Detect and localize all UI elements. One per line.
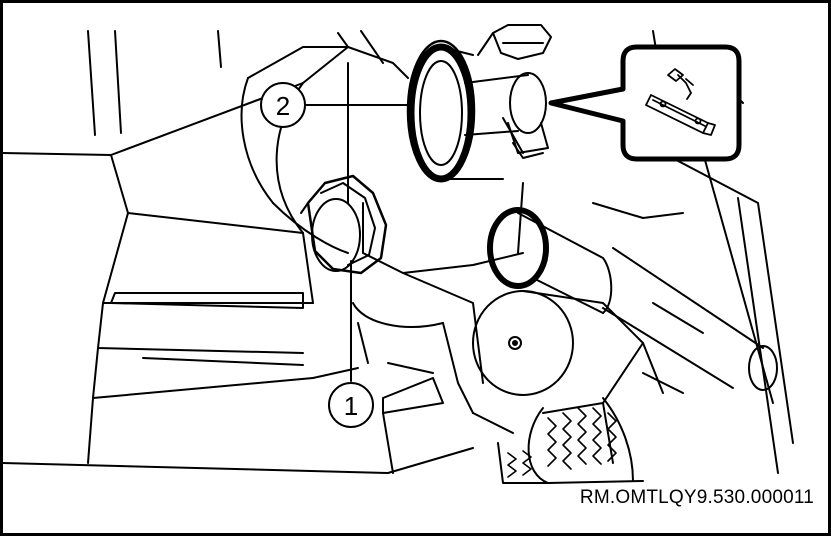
technical-illustration: 2 1 [3,24,794,484]
callout-1-label: 1 [344,391,358,421]
detail-inset [548,44,742,162]
tire [497,397,644,484]
top-nut [477,24,552,60]
grease-fitting-icon [667,68,694,100]
reference-code: RM.OMTLQY9.530.000011 [579,487,814,508]
callout-1: 1 [328,260,374,428]
fill-cap [406,39,549,183]
callout-2: 2 [260,82,409,128]
drain-plug [300,174,388,275]
shaft-assembly [487,207,778,394]
transmission-housing [240,46,524,474]
cylinder-housing [472,290,664,464]
dipstick-icon [645,94,716,136]
callout-2-label: 2 [276,91,290,121]
